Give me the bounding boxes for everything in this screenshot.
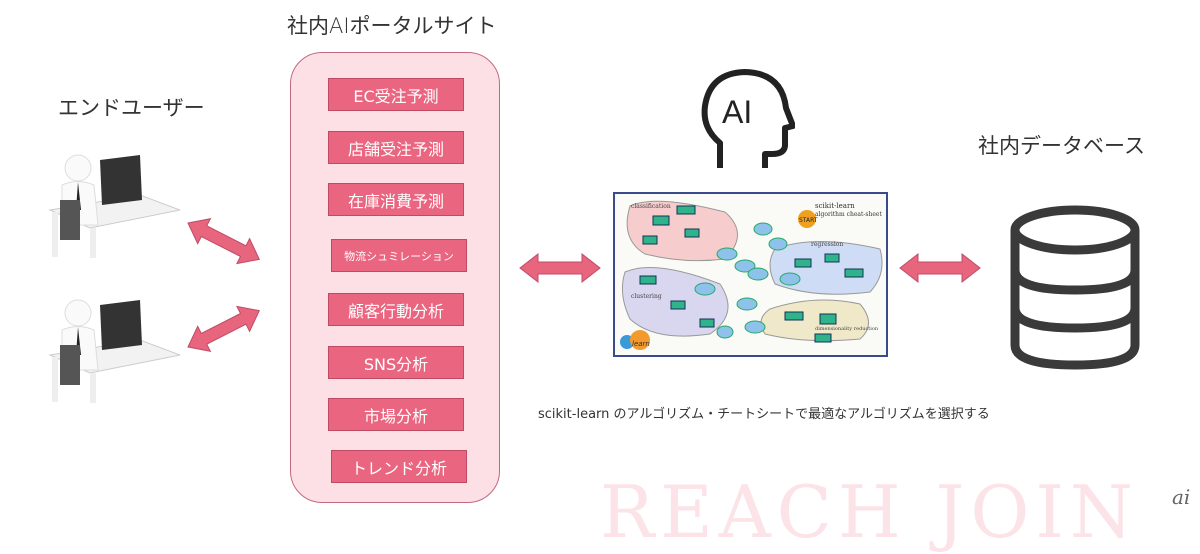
market-analysis-button[interactable]: 市場分析 — [328, 398, 464, 431]
site-logo: ai — [1172, 485, 1191, 509]
ec-order-forecast-button[interactable]: EC受注予測 — [328, 78, 464, 111]
double-arrow-icon — [899, 253, 981, 283]
double-arrow-icon — [181, 210, 267, 273]
svg-text:classification: classification — [631, 203, 671, 210]
double-arrow-icon — [519, 253, 601, 283]
svg-text:regression: regression — [811, 241, 843, 248]
svg-text:clustering: clustering — [631, 293, 662, 300]
caption: scikit-learn のアルゴリズム・チートシートで最適なアルゴリズムを選択… — [538, 407, 990, 422]
user-at-desk-icon — [48, 299, 180, 403]
cheat-sheet-diagram: START scikit-learn algorithm cheat-sheet… — [620, 200, 883, 350]
svg-text:scikit-learn: scikit-learn — [815, 202, 855, 210]
svg-text:algorithm cheat-sheet: algorithm cheat-sheet — [815, 211, 882, 218]
user-at-desk-icon — [48, 154, 180, 258]
logistics-simulation-button[interactable]: 物流シュミレーション — [331, 239, 467, 272]
svg-text:dimensionality reduction: dimensionality reduction — [815, 326, 879, 332]
portal-panel: EC受注予測 店舗受注予測 在庫消費予測 物流シュミレーション 顧客行動分析 S… — [290, 52, 500, 503]
svg-text:START: START — [799, 217, 818, 224]
portal-title: 社内AIポータルサイト — [287, 14, 497, 38]
ai-text: AI — [722, 94, 752, 130]
store-order-forecast-button[interactable]: 店舗受注予測 — [328, 131, 464, 164]
customer-behavior-button[interactable]: 顧客行動分析 — [328, 293, 464, 326]
ai-head-icon: AI — [701, 69, 795, 168]
svg-text:learn: learn — [632, 340, 650, 348]
database-icon — [1010, 205, 1140, 370]
trend-analysis-button[interactable]: トレンド分析 — [331, 450, 467, 483]
sns-analysis-button[interactable]: SNS分析 — [328, 346, 464, 379]
scikit-learn-cheat-sheet: START scikit-learn algorithm cheat-sheet… — [613, 192, 888, 357]
double-arrow-icon — [181, 297, 267, 360]
end-user-label: エンドユーザー — [58, 96, 205, 120]
inventory-forecast-button[interactable]: 在庫消費予測 — [328, 183, 464, 216]
database-label: 社内データベース — [978, 134, 1145, 158]
